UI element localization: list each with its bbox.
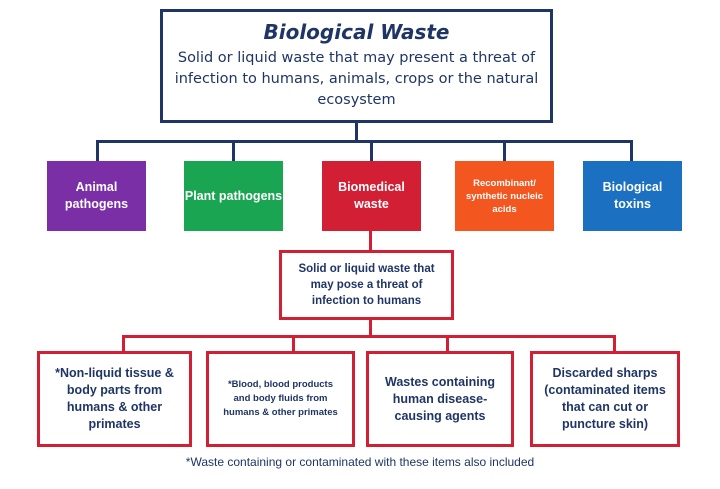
diagram-subtitle: Solid or liquid waste that may present a… [174, 50, 539, 108]
connector [96, 140, 633, 143]
diagram-title: Biological Waste [263, 20, 450, 44]
connector [292, 335, 295, 352]
connector [630, 140, 633, 162]
type-disease-agents: Wastes containing human disease-causing … [366, 351, 514, 447]
connector [446, 335, 449, 352]
category-biomedical-waste: Biomedical waste [322, 161, 421, 231]
connector [122, 335, 616, 338]
connector [370, 140, 373, 162]
footnote: *Waste containing or contaminated with t… [185, 455, 535, 469]
connector [122, 335, 125, 352]
connector [613, 335, 616, 352]
connector [369, 318, 372, 337]
type-tissue-body-parts: *Non-liquid tissue & body parts from hum… [37, 351, 192, 447]
category-animal-pathogens: Animal pathogens [47, 161, 146, 231]
root-node: Biological Waste Solid or liquid waste t… [160, 9, 553, 123]
category-recombinant-nucleic-acids: Recombinant/ synthetic nucleic acids [455, 161, 554, 231]
type-blood-products: *Blood, blood products and body fluids f… [206, 351, 355, 447]
type-discarded-sharps: Discarded sharps (contaminated items tha… [530, 351, 680, 447]
biomedical-definition: Solid or liquid waste that may pose a th… [279, 250, 454, 320]
category-biological-toxins: Biological toxins [583, 161, 682, 231]
connector [232, 140, 235, 162]
connector [96, 140, 99, 162]
category-plant-pathogens: Plant pathogens [184, 161, 283, 231]
connector [355, 122, 358, 143]
connector [369, 230, 372, 251]
connector [503, 140, 506, 162]
